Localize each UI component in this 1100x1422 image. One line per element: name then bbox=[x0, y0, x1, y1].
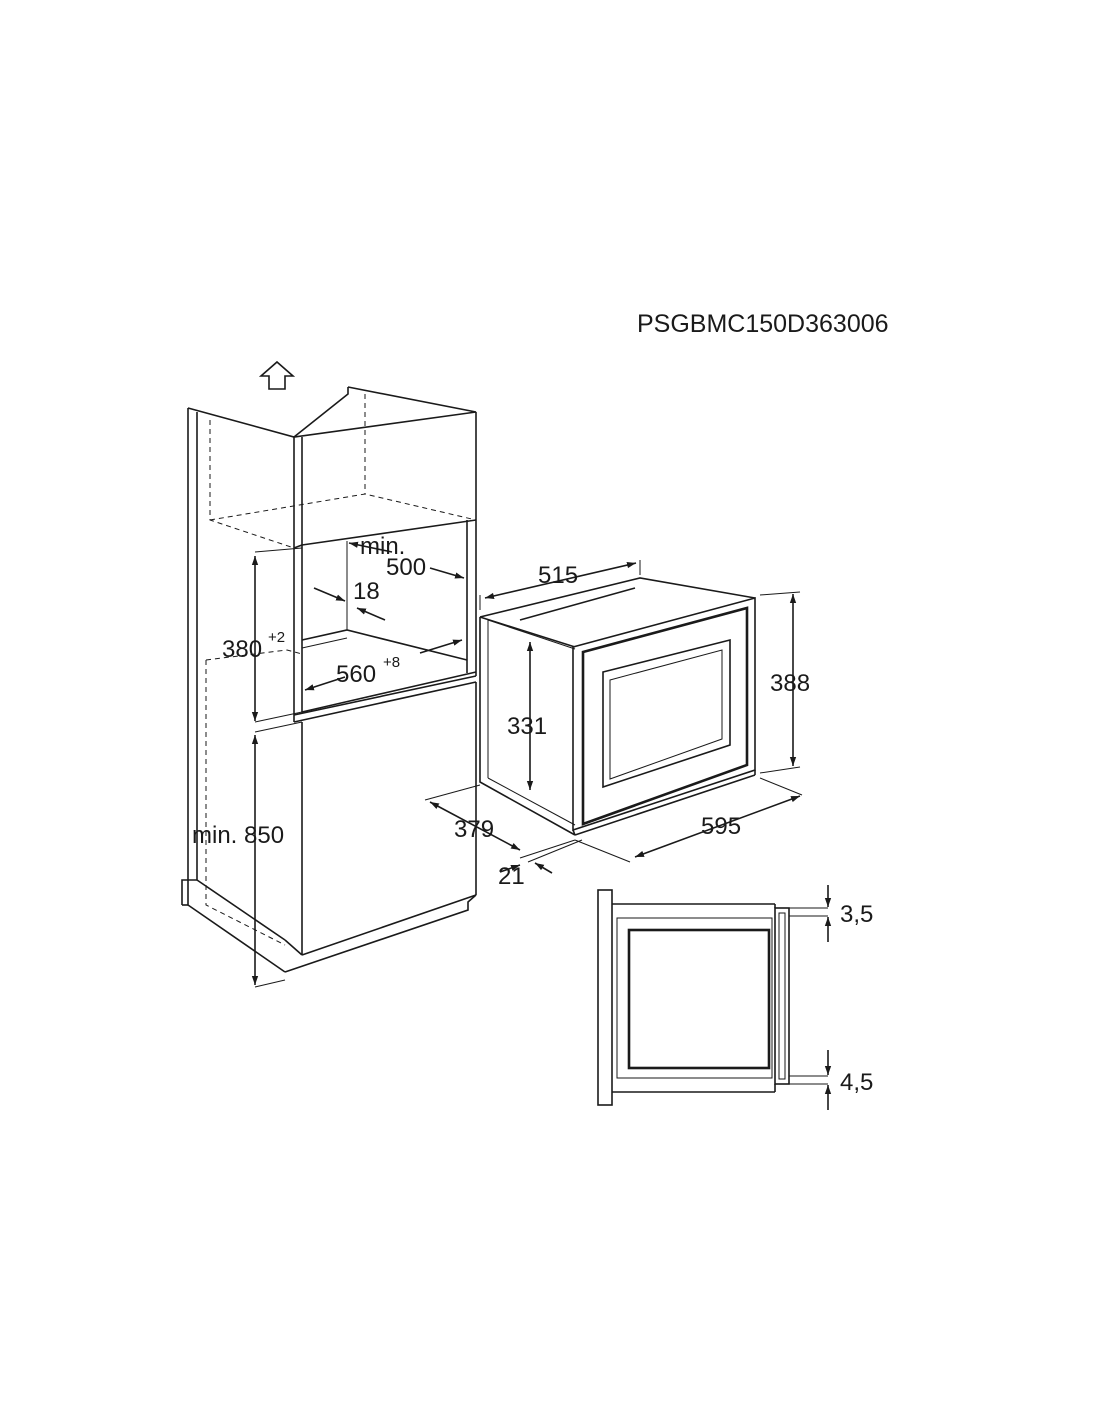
niche-width-label: 560 bbox=[336, 661, 376, 688]
appliance-body-height-label: 331 bbox=[507, 713, 547, 740]
appliance-front-width-label: 595 bbox=[701, 813, 741, 840]
niche-height-label: 380 bbox=[222, 636, 262, 663]
appliance-total-height-label: 388 bbox=[770, 670, 810, 697]
bottom-gap-label: 4,5 bbox=[840, 1069, 873, 1096]
top-gap-label: 3,5 bbox=[840, 901, 873, 928]
appliance-depth-label: 515 bbox=[538, 562, 578, 589]
panel-thickness-label: 18 bbox=[353, 578, 380, 605]
niche-depth-value: 500 bbox=[386, 554, 426, 581]
appliance-width-dimension-line bbox=[429, 801, 521, 851]
appliance-depth-dimension-line bbox=[484, 561, 637, 600]
appliance-front-width-dimension-line bbox=[634, 795, 801, 858]
appliance-width-label: 379 bbox=[454, 816, 494, 843]
section-detail bbox=[597, 889, 828, 1106]
microwave-appliance bbox=[479, 577, 756, 836]
up-arrow-outline-icon bbox=[258, 360, 296, 390]
floor-height-label: min. 850 bbox=[192, 822, 284, 849]
niche-height-tolerance: +2 bbox=[268, 629, 285, 646]
model-code: PSGBMC150D363006 bbox=[637, 310, 889, 338]
front-panel-depth-label: 21 bbox=[498, 863, 525, 890]
kitchen-cabinet bbox=[181, 360, 477, 988]
niche-depth-prefix: min. bbox=[360, 533, 405, 560]
niche-width-tolerance: +8 bbox=[383, 654, 400, 671]
